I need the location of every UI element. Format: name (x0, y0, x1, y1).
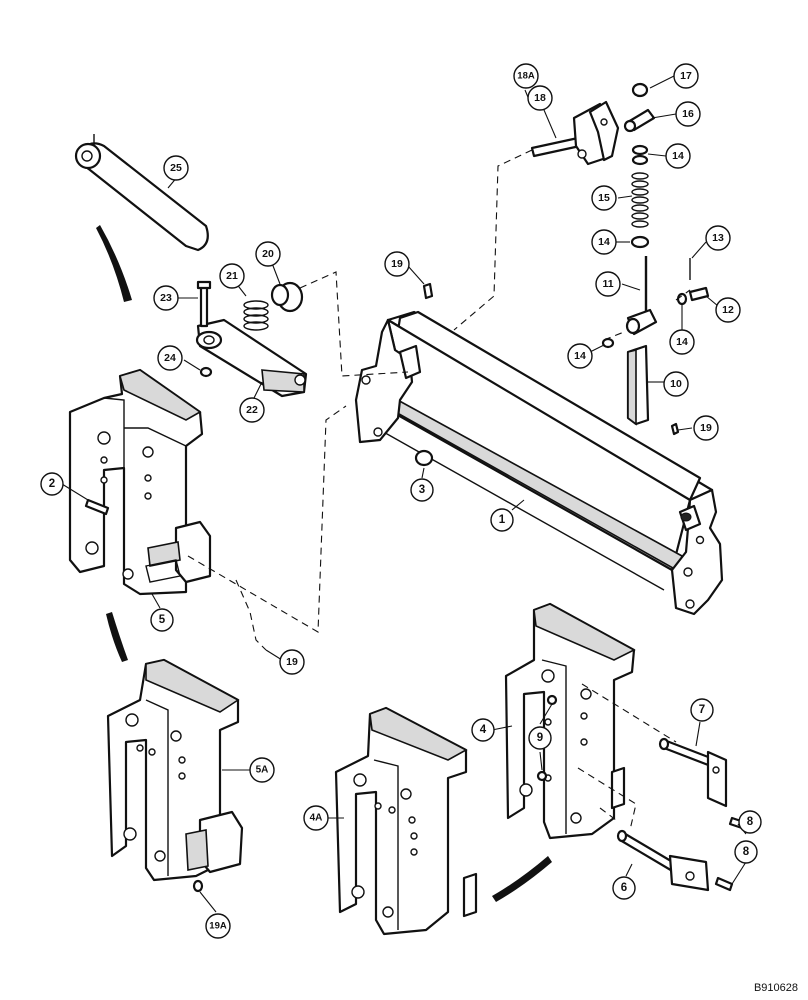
svg-text:12: 12 (722, 304, 734, 316)
svg-text:8: 8 (743, 846, 750, 858)
callout-leaders (61, 75, 747, 913)
svg-text:5A: 5A (256, 765, 269, 776)
svg-text:19: 19 (286, 656, 298, 668)
coupler-5a-part (106, 658, 244, 893)
callout-16: 16 (675, 101, 701, 127)
coupler-4a-part (334, 706, 478, 936)
svg-text:4A: 4A (310, 813, 323, 824)
callout-25: 25 (163, 155, 189, 181)
callout-4a: 4A (303, 805, 329, 831)
svg-text:23: 23 (160, 292, 172, 304)
svg-text:14: 14 (672, 150, 684, 162)
callout-18: 18 (527, 85, 553, 111)
svg-text:5: 5 (159, 614, 166, 626)
callout-17: 17 (673, 63, 699, 89)
callout-12: 12 (715, 297, 741, 323)
svg-text:24: 24 (164, 352, 176, 364)
callout-21: 21 (219, 263, 245, 289)
svg-text:13: 13 (712, 232, 724, 244)
coupler-4-part (504, 602, 746, 892)
callout-8-upper: 8 (738, 810, 762, 834)
callout-7: 7 (690, 698, 714, 722)
svg-text:7: 7 (699, 704, 705, 716)
svg-text:11: 11 (602, 278, 613, 290)
callout-3: 3 (410, 478, 434, 502)
motion-arrow (106, 612, 128, 662)
latch-assembly (195, 280, 308, 398)
callout-14-d: 14 (669, 329, 695, 355)
svg-text:22: 22 (246, 404, 258, 416)
callout-15: 15 (591, 185, 617, 211)
callout-22: 22 (239, 397, 265, 423)
callout-14-c: 14 (567, 343, 593, 369)
coupler-5-part (68, 368, 212, 596)
callout-1: 1 (490, 508, 514, 532)
motion-arrow (96, 225, 132, 302)
svg-text:14: 14 (676, 336, 688, 348)
svg-text:17: 17 (680, 70, 692, 82)
lever-handle-part (74, 134, 209, 252)
svg-text:6: 6 (621, 882, 627, 894)
figure-reference-code: B910628 (753, 982, 798, 994)
callout-11: 11 (595, 271, 621, 297)
svg-text:14: 14 (598, 236, 610, 248)
callout-2: 2 (40, 472, 64, 496)
svg-text:25: 25 (170, 162, 182, 174)
svg-text:15: 15 (598, 192, 610, 204)
rod-assembly (422, 82, 710, 436)
callout-6: 6 (612, 876, 636, 900)
callout-10: 10 (663, 371, 689, 397)
svg-text:19A: 19A (209, 921, 227, 932)
svg-text:16: 16 (682, 108, 694, 120)
callout-23: 23 (153, 285, 179, 311)
callout-5a: 5A (249, 757, 275, 783)
svg-text:4: 4 (480, 724, 487, 736)
svg-text:1: 1 (499, 514, 506, 526)
svg-text:18A: 18A (517, 71, 535, 82)
svg-text:18: 18 (534, 92, 546, 104)
callout-19a: 19A (205, 913, 231, 939)
callout-24: 24 (157, 345, 183, 371)
callout-19-left: 19 (279, 649, 305, 675)
callout-14-b: 14 (591, 229, 617, 255)
callout-5: 5 (150, 608, 174, 632)
callout-20: 20 (255, 241, 281, 267)
svg-text:21: 21 (226, 270, 238, 282)
svg-text:10: 10 (670, 378, 682, 390)
callout-4: 4 (471, 718, 495, 742)
callout-19-top: 19 (384, 251, 410, 277)
callout-19-right: 19 (693, 415, 719, 441)
nut-part (414, 449, 434, 467)
crossbeam-part (354, 310, 724, 616)
svg-text:2: 2 (49, 478, 55, 490)
svg-text:19: 19 (700, 422, 712, 434)
callout-8-lower: 8 (734, 840, 758, 864)
assembly-guide-lines (187, 149, 691, 831)
svg-text:9: 9 (537, 732, 543, 744)
svg-text:19: 19 (391, 258, 403, 270)
svg-text:8: 8 (747, 816, 754, 828)
motion-arrow (492, 856, 552, 902)
callout-18a: 18A (513, 63, 539, 89)
svg-text:20: 20 (262, 248, 274, 260)
callout-14-a: 14 (665, 143, 691, 169)
svg-text:3: 3 (419, 484, 425, 496)
callout-9: 9 (528, 726, 552, 750)
svg-text:14: 14 (574, 350, 586, 362)
callout-13: 13 (705, 225, 731, 251)
